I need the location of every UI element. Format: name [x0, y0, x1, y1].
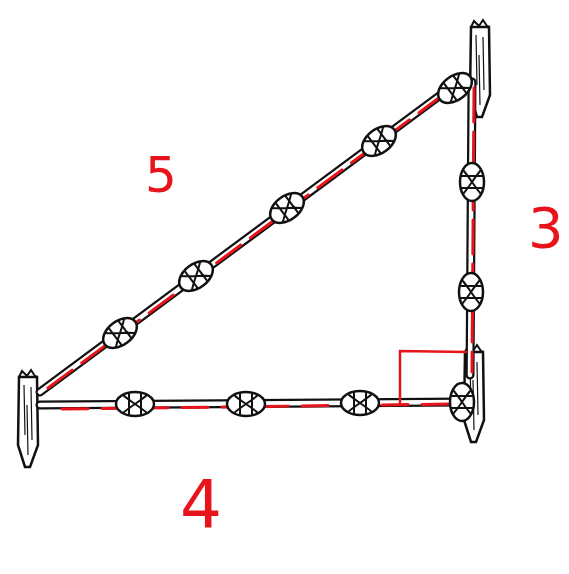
knot — [98, 312, 143, 354]
stake — [18, 370, 38, 467]
red-marking — [48, 86, 474, 409]
knot — [459, 273, 483, 311]
knot — [116, 392, 154, 416]
knot — [450, 383, 474, 421]
rope — [40, 82, 472, 405]
knot — [174, 255, 219, 297]
knot — [227, 392, 265, 416]
side-length-label: 3 — [528, 200, 564, 256]
side-length-label: 4 — [180, 472, 222, 538]
knot — [460, 163, 484, 201]
knot — [433, 67, 478, 109]
knot — [357, 120, 402, 162]
knot — [341, 391, 379, 415]
knot — [265, 187, 310, 229]
side-length-label: 5 — [145, 150, 177, 200]
